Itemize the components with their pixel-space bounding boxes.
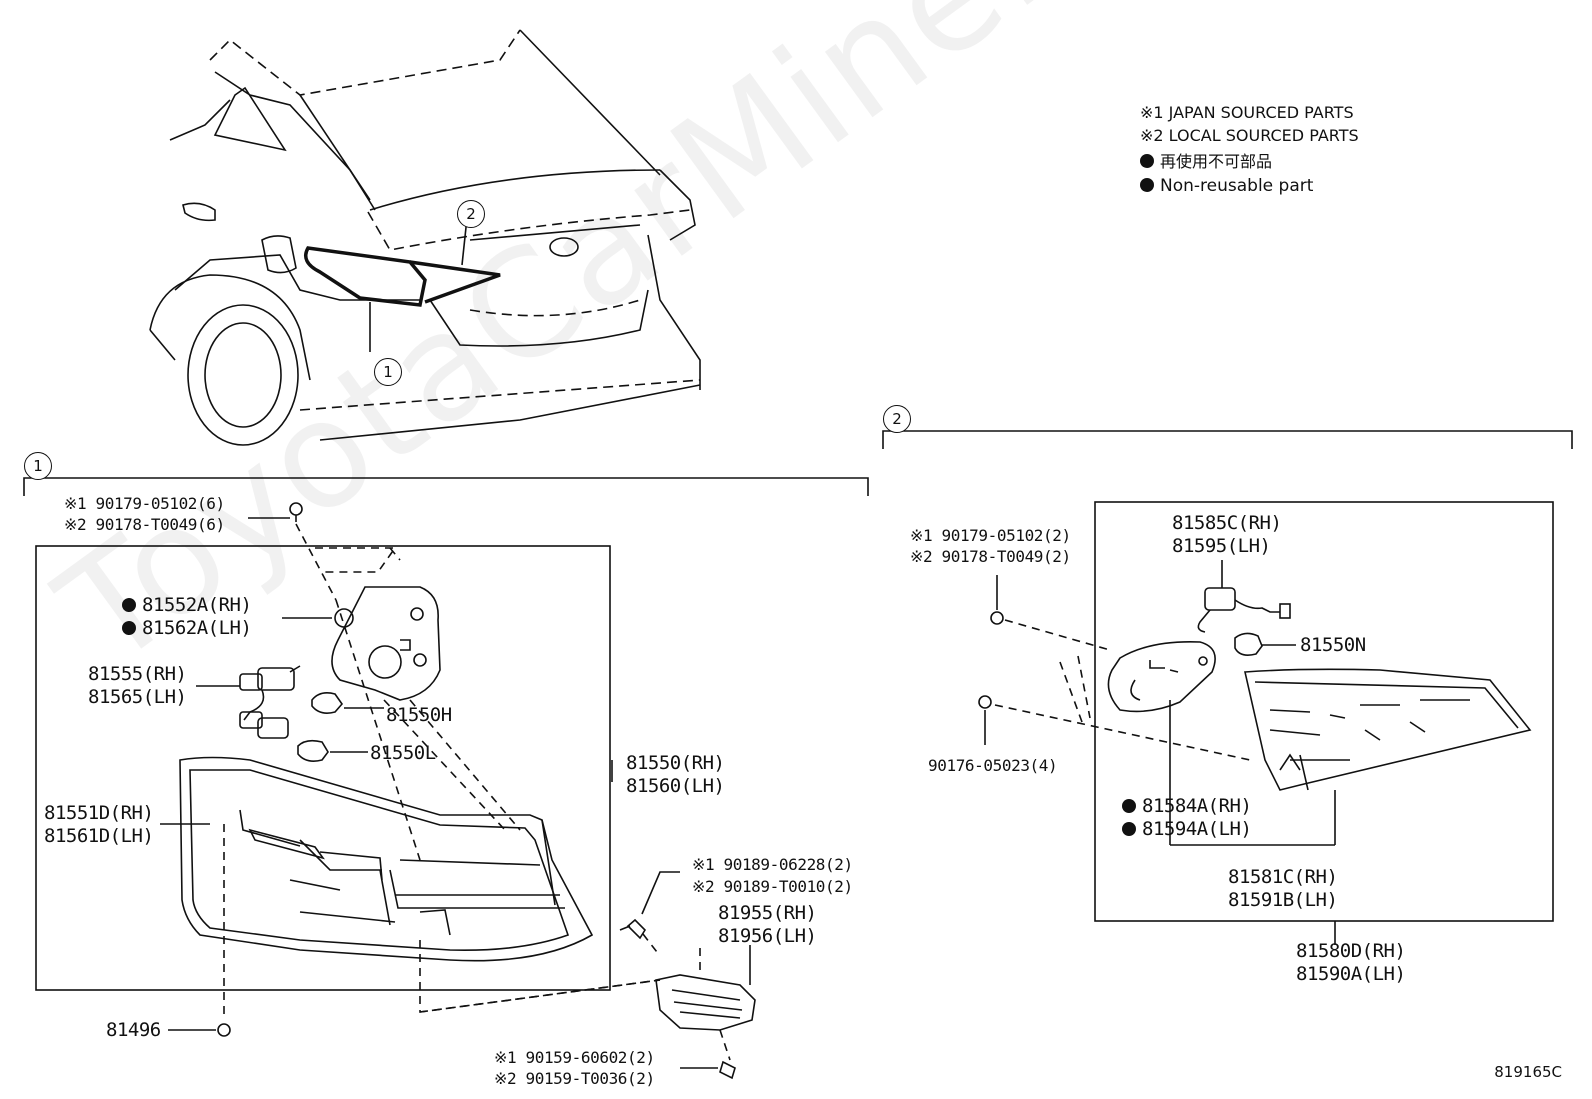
non-reusable-dot-icon [122, 621, 136, 635]
g1-bulb-l: 81550L [370, 742, 436, 764]
g1-socket-lh: 81565(LH) [88, 686, 187, 708]
callout-2-group: 2 [883, 405, 911, 433]
callout-1-group: 1 [24, 452, 52, 480]
legend-non-reusable-jp: 再使用不可部品 [1140, 151, 1272, 173]
callout-1-car: 1 [374, 358, 402, 386]
g1-bracket-lh: 81956(LH) [718, 925, 817, 947]
g2-gasket-rh: 81584A(RH) [1122, 795, 1252, 817]
g1-lens-lh: 81561D(LH) [44, 825, 154, 847]
g2-nut: 90176-05023(4) [928, 756, 1058, 775]
g2-socket-lh: 81595(LH) [1172, 535, 1271, 557]
g1-bracket-rh: 81955(RH) [718, 902, 817, 924]
g1-clip: 81496 [106, 1019, 161, 1041]
g1-screw-local: ※2 90189-T0010(2) [692, 877, 853, 896]
legend-non-reusable-en: Non-reusable part [1140, 175, 1313, 197]
group2-bracket [882, 430, 1573, 922]
group2-parts [978, 560, 1532, 945]
non-reusable-dot-icon [1122, 822, 1136, 836]
g1-bolt-jp: ※1 90179-05102(6) [64, 494, 225, 513]
g2-lens-rh: 81581C(RH) [1228, 866, 1338, 888]
g1-gasket-rh: 81552A(RH) [122, 594, 252, 616]
car-rear-illustration [149, 29, 701, 446]
non-reusable-dot-icon [1122, 799, 1136, 813]
socket-harness [196, 665, 301, 739]
legend-japan-sourced: ※1 JAPAN SOURCED PARTS [1140, 103, 1354, 122]
group1-parts [160, 502, 756, 1080]
legend-local-sourced: ※2 LOCAL SOURCED PARTS [1140, 126, 1359, 145]
group1-bracket [23, 477, 869, 991]
g2-socket-rh: 81585C(RH) [1172, 512, 1282, 534]
g2-lamp-lh: 81590A(LH) [1296, 963, 1406, 985]
filled-dot-icon [1140, 178, 1154, 192]
g1-bulb-h: 81550H [386, 704, 452, 726]
g2-bulb-n: 81550N [1300, 634, 1366, 656]
g1-socket-rh: 81555(RH) [88, 663, 187, 685]
non-reusable-dot-icon [122, 598, 136, 612]
g1-bolt-local: ※2 90178-T0049(6) [64, 515, 225, 534]
g1-lamp-lh: 81560(LH) [626, 775, 725, 797]
g1-lens-rh: 81551D(RH) [44, 802, 154, 824]
callout-2-car: 2 [457, 200, 485, 228]
filled-dot-icon [1140, 154, 1154, 168]
figure-code: 819165C [1494, 1063, 1562, 1081]
g2-bolt-jp: ※1 90179-05102(2) [910, 526, 1071, 545]
g1-nut-local: ※2 90159-T0036(2) [494, 1069, 655, 1088]
g1-nut-jp: ※1 90159-60602(2) [494, 1048, 655, 1067]
g2-lens-lh: 81591B(LH) [1228, 889, 1338, 911]
g2-gasket-lh: 81594A(LH) [1122, 818, 1252, 840]
g1-lamp-rh: 81550(RH) [626, 752, 725, 774]
g1-screw-jp: ※1 90189-06228(2) [692, 855, 853, 874]
g1-gasket-lh: 81562A(LH) [122, 617, 252, 639]
g2-lamp-rh: 81580D(RH) [1296, 940, 1406, 962]
g2-bolt-local: ※2 90178-T0049(2) [910, 547, 1071, 566]
